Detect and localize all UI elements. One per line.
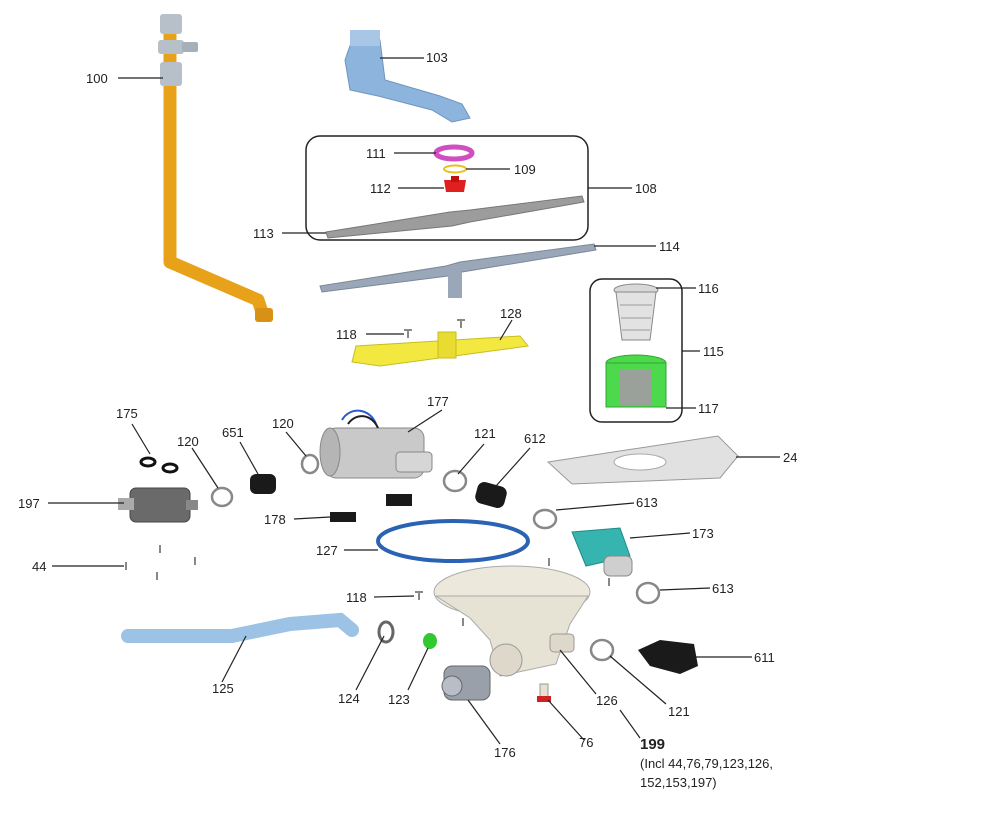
label-120-left: 120 [177, 434, 199, 449]
label-178: 178 [264, 512, 286, 527]
part-197-valve [118, 487, 198, 523]
part-76-valve-tip [537, 683, 551, 702]
label-173: 173 [692, 526, 714, 541]
label-177: 177 [427, 394, 449, 409]
label-118-upper: 118 [336, 327, 357, 342]
label-613-upper: 613 [636, 495, 658, 510]
part-100-standpipe [158, 14, 273, 322]
part-124-clamp [377, 620, 395, 644]
part-613-clamp-lower [635, 581, 661, 605]
label-100: 100 [86, 71, 108, 86]
label-113: 113 [253, 226, 274, 241]
label-120-right: 120 [272, 416, 294, 431]
part-114-lower-spray-arm [319, 243, 597, 298]
part-128-plate [351, 331, 529, 367]
part-125-hose [121, 612, 359, 643]
part-175-seals [139, 456, 179, 474]
label-128: 128 [500, 306, 522, 321]
label-111: 111 [366, 146, 386, 161]
assembly-number: 199 [640, 736, 666, 753]
part-109-oring [443, 164, 467, 174]
part-611-elbow [638, 640, 698, 674]
label-612: 612 [524, 431, 546, 446]
label-24: 24 [783, 450, 797, 465]
part-651-sleeve [250, 474, 276, 494]
label-121-lower: 121 [668, 704, 690, 719]
label-112: 112 [370, 181, 391, 196]
label-103: 103 [426, 50, 448, 65]
part-113-spray-arm [325, 195, 585, 239]
part-178-brackets [330, 494, 412, 522]
part-118-screw-upper [404, 319, 465, 338]
label-115: 115 [703, 344, 724, 359]
part-44-screws [125, 545, 196, 580]
label-116: 116 [698, 281, 719, 296]
part-112-nut [444, 176, 466, 192]
part-121-clamp-lower [589, 638, 615, 662]
part-127-gasket [376, 519, 530, 563]
part-120-clamp-right [300, 453, 320, 475]
label-197: 197 [18, 496, 40, 511]
label-125: 125 [212, 681, 234, 696]
label-44: 44 [32, 559, 46, 574]
label-117: 117 [698, 401, 719, 416]
label-176: 176 [494, 745, 516, 760]
part-111-ring [433, 144, 475, 162]
leader-lines [48, 57, 780, 745]
assembly-description: (Incl 44,76,79,123,126, 152,153,197) [640, 756, 773, 790]
label-121-upper: 121 [474, 426, 496, 441]
part-173-heater [571, 527, 633, 577]
part-120-clamp-left [210, 486, 234, 508]
part-176-drain-pump [441, 665, 491, 701]
part-118-screw-lower [415, 558, 610, 626]
part-103-upper-arm-tube [344, 30, 471, 123]
label-126: 126 [596, 693, 618, 708]
part-labels: 100 103 111 109 112 108 113 114 116 115 … [18, 50, 797, 760]
label-76: 76 [579, 735, 593, 750]
part-116-coarse-filter [613, 283, 659, 341]
assembly-note: 199 (Incl 44,76,79,123,126, 152,153,197) [640, 735, 800, 792]
part-117-fine-filter [605, 354, 667, 408]
label-118-lower: 118 [346, 590, 367, 605]
label-108: 108 [635, 181, 657, 196]
label-123: 123 [388, 692, 410, 707]
label-651: 651 [222, 425, 244, 440]
part-612-sleeve [475, 482, 507, 508]
part-123-cap [423, 633, 437, 649]
part-613-clamp-upper [532, 508, 558, 530]
label-613-lower: 613 [712, 581, 734, 596]
part-121-clamp-upper [442, 469, 468, 493]
label-611: 611 [754, 650, 775, 665]
label-175: 175 [116, 406, 138, 421]
label-114: 114 [659, 239, 680, 254]
label-127: 127 [316, 543, 338, 558]
label-124: 124 [338, 691, 360, 706]
part-126-sump [433, 565, 591, 677]
label-109: 109 [514, 162, 536, 177]
part-177-pump-motor [319, 409, 433, 479]
